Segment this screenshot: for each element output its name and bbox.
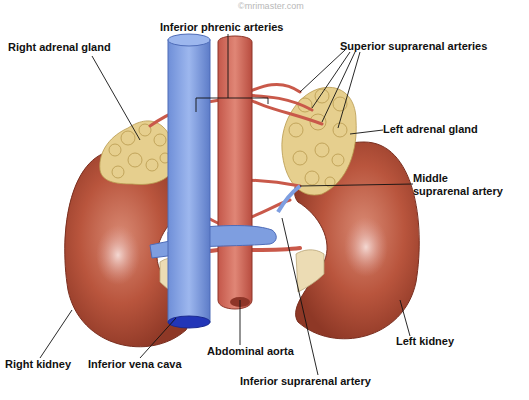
anatomy-label: Left kidney [396, 335, 454, 348]
anatomy-label: Inferior phrenic arteries [160, 21, 284, 34]
anatomy-label: Inferior vena cava [88, 358, 182, 371]
right-adrenal-gland [100, 121, 175, 185]
anatomy-label: Inferior suprarenal artery [240, 375, 371, 388]
suprarenal-vein [278, 186, 300, 212]
watermark: ©mrimaster.com [238, 0, 304, 13]
anatomy-label: Superior suprarenal arteries [340, 40, 487, 53]
abdominal-aorta [218, 36, 252, 309]
anatomy-label: Right adrenal gland [8, 41, 111, 54]
anatomy-label: Right kidney [5, 358, 71, 371]
anatomy-label: Left adrenal gland [383, 123, 478, 136]
anatomy-label: Abdominal aorta [207, 345, 294, 358]
anatomy-label: Middle suprarenal artery [413, 172, 505, 198]
left-kidney [295, 142, 420, 339]
inferior-vena-cava [168, 34, 210, 328]
leader-lines [40, 34, 413, 375]
